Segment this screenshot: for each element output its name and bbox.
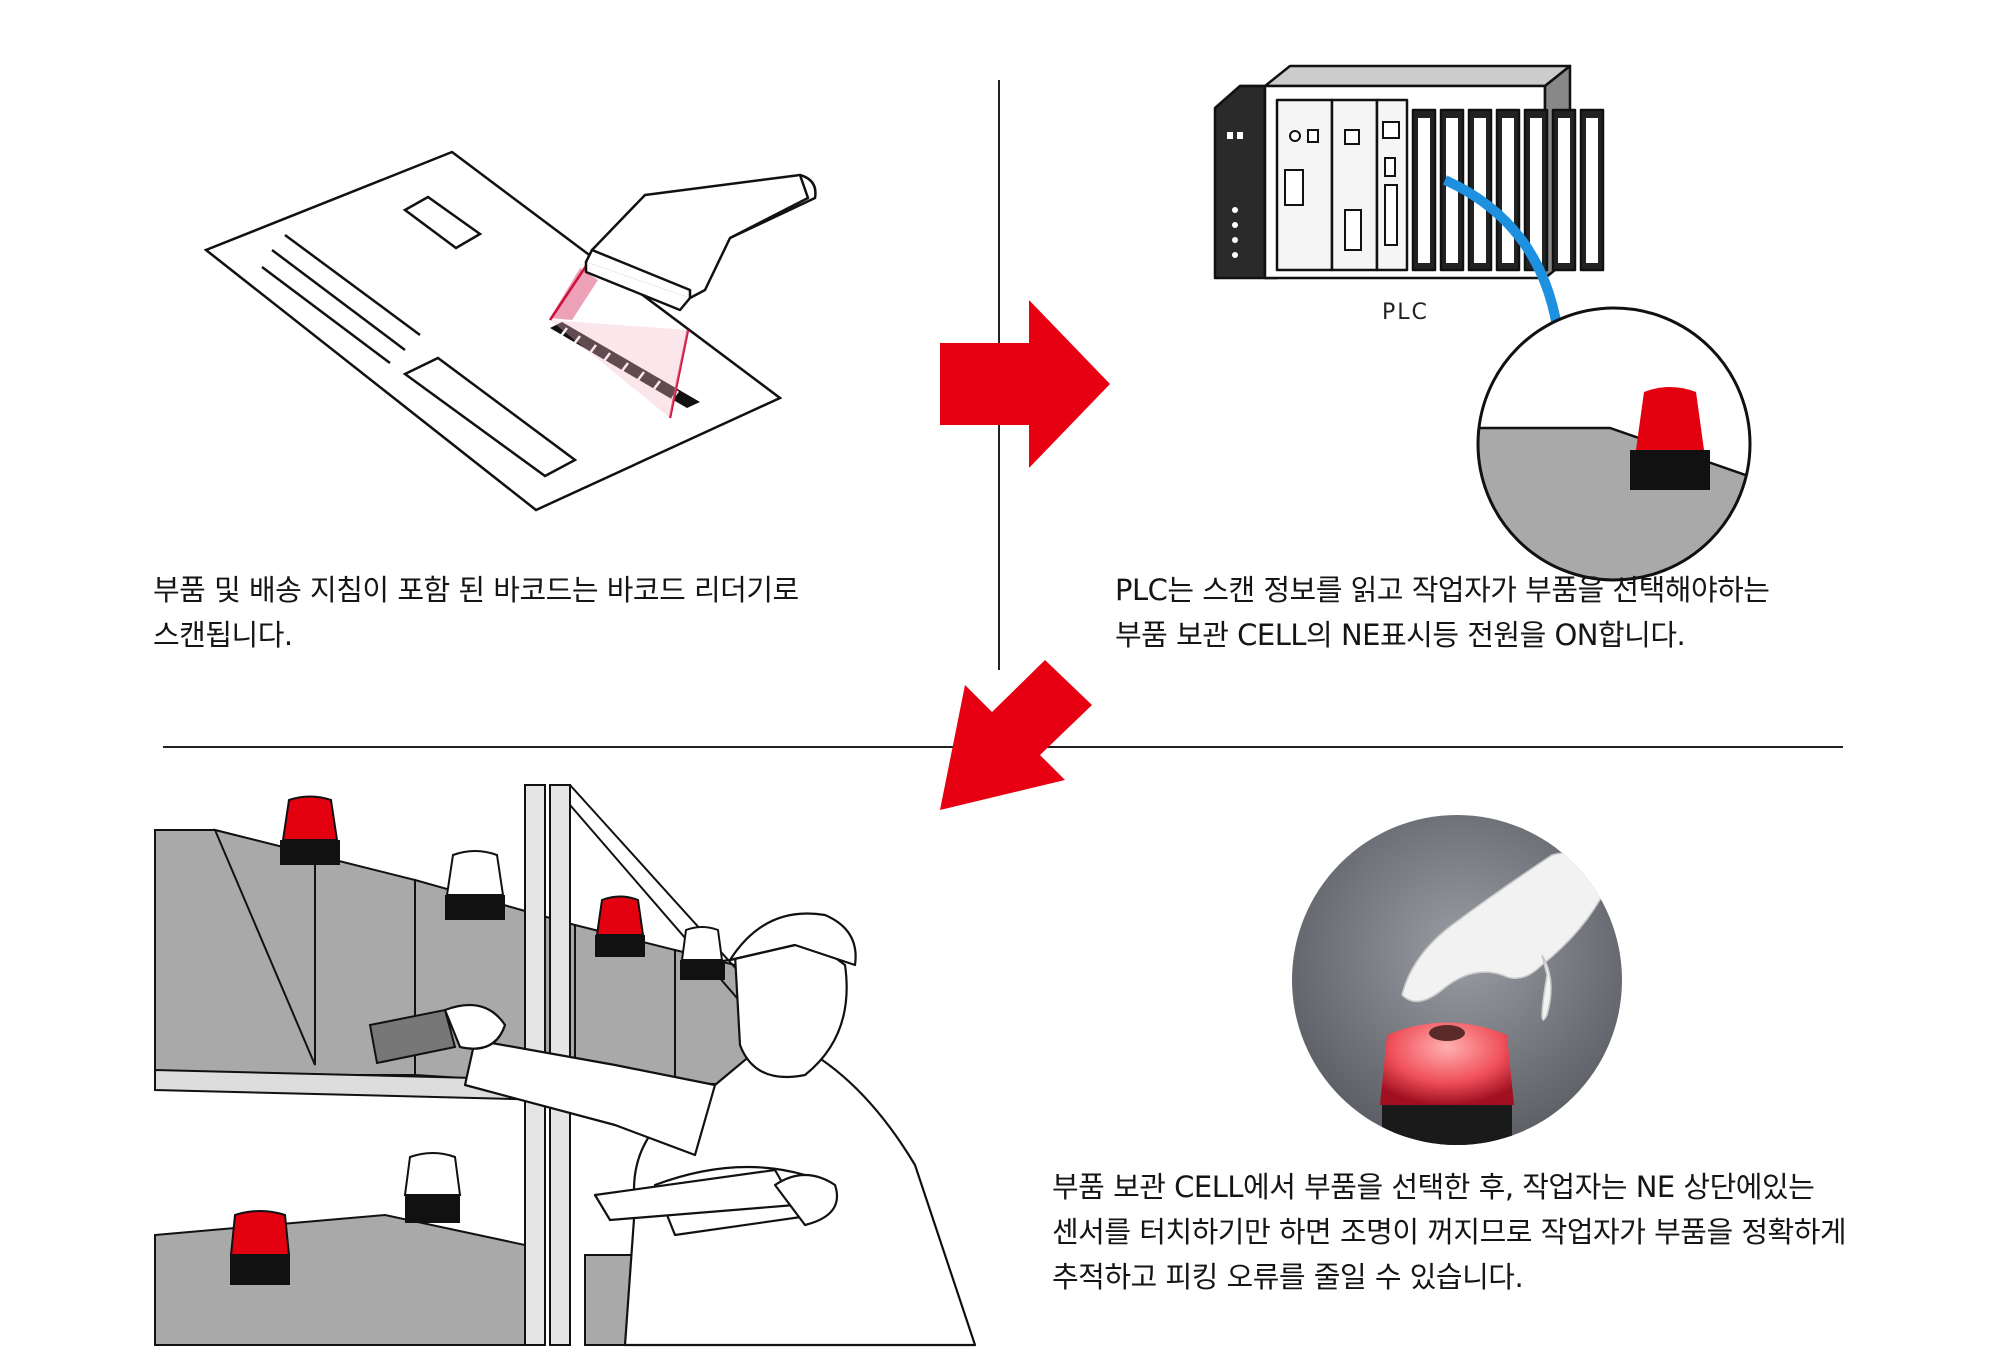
plc-label: PLC <box>1382 300 1429 325</box>
hand-touch-photo <box>1292 815 1622 1145</box>
scan-beam <box>548 259 690 419</box>
signal-lamp-icon <box>1380 1022 1514 1145</box>
document-lines <box>261 195 578 478</box>
signal-lamp-icon <box>595 895 645 957</box>
caption-line: 스캔됩니다. <box>153 618 293 652</box>
step-pick-caption: 부품 보관 CELL에서 부품을 선택한 후, 작업자는 NE 상단에있는 센서… <box>1052 1165 1847 1300</box>
caption-line: 센서를 터치하기만 하면 조명이 꺼지므로 작업자가 부품을 정확하게 <box>1052 1215 1847 1249</box>
lamp-zoom-icon <box>1476 306 1752 582</box>
signal-lamp-icon <box>403 1152 462 1223</box>
caption-line: 추적하고 피킹 오류를 줄일 수 있습니다. <box>1052 1260 1524 1294</box>
plc-icon <box>1213 64 1605 280</box>
arrow-down-left-icon <box>940 660 1092 810</box>
barcode-scanner-icon <box>584 173 817 312</box>
signal-lamp-icon <box>229 1210 291 1285</box>
signal-lamp-icon <box>1630 387 1710 490</box>
signal-lamp-icon <box>280 795 340 865</box>
barcode-scan-illustration <box>203 150 817 512</box>
arrow-right-icon <box>940 300 1110 468</box>
caption-line: 부품 보관 CELL에서 부품을 선택한 후, 작업자는 NE 상단에있는 <box>1052 1170 1815 1204</box>
caption-line: 부품 보관 CELL의 NE표시등 전원을 ON합니다. <box>1115 618 1686 652</box>
signal-lamp-icon <box>680 926 725 980</box>
worker-icon <box>443 912 977 1347</box>
document-sheet <box>203 150 783 512</box>
warehouse-shelf-icon <box>154 784 977 1347</box>
caption-line: PLC는 스캔 정보를 읽고 작업자가 부품을 선택해야하는 <box>1115 573 1770 607</box>
caption-line: 부품 및 배송 지침이 포함 된 바코드는 바코드 리더기로 <box>153 573 799 607</box>
step-scan-caption: 부품 및 배송 지침이 포함 된 바코드는 바코드 리더기로 스캔됩니다. <box>153 568 799 658</box>
signal-lamp-icon <box>445 850 505 920</box>
step-plc-caption: PLC는 스캔 정보를 읽고 작업자가 부품을 선택해야하는 부품 보관 CEL… <box>1115 568 1770 658</box>
